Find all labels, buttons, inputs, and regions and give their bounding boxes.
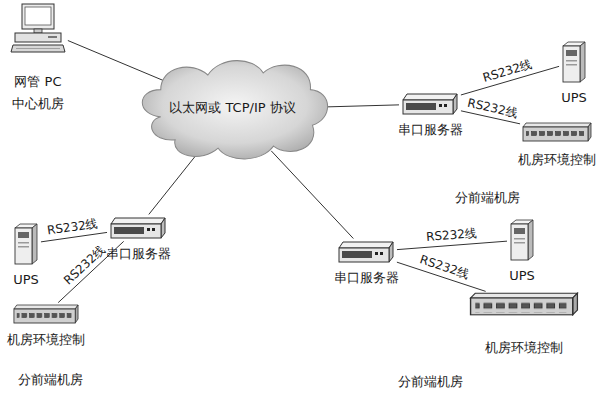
room-caption: 分前端机房 — [398, 374, 463, 390]
ups-icon — [13, 222, 39, 266]
edge-label: RS232线 — [479, 57, 536, 86]
srv-graphic — [109, 216, 167, 240]
node-label: UPS — [561, 90, 587, 106]
serial-server: 串口服务器 — [328, 240, 404, 292]
rack-graphic — [522, 122, 592, 142]
pc-icon — [10, 2, 66, 54]
ups-icon — [509, 218, 535, 262]
ups-unit: UPS — [552, 40, 596, 122]
rack-graphic — [469, 292, 579, 316]
srv-graphic — [337, 240, 395, 264]
rack-icon — [13, 304, 79, 324]
node-label: 串口服务器 — [106, 246, 171, 262]
connector-line — [68, 41, 164, 81]
room-caption: 分前端机房 — [18, 372, 83, 388]
srv-icon — [109, 216, 167, 240]
connector-line — [321, 105, 399, 107]
connector-line — [271, 151, 353, 239]
ups-graphic — [13, 222, 39, 266]
node-label: 以太网或 TCP/IP 协议 — [169, 100, 295, 116]
node-label: 机房环境控制 — [485, 340, 563, 356]
serial-server: 串口服务器 — [392, 92, 468, 144]
edge-label: RS232线 — [423, 226, 479, 244]
env-control-unit: 机房环境控制 — [4, 304, 88, 364]
network-cloud: 以太网或 TCP/IP 协议 — [130, 52, 335, 167]
ups-graphic — [561, 40, 587, 84]
edge-label: RS232线 — [464, 95, 521, 120]
pc-workstation: 网管 PC 中心机房 — [2, 2, 74, 114]
node-label: 网管 PC — [14, 74, 61, 90]
rack-icon — [522, 122, 592, 142]
serial-server: 串口服务器 — [100, 216, 176, 268]
node-label: 串口服务器 — [334, 270, 399, 286]
node-label: 机房环境控制 — [518, 152, 596, 168]
connector-line — [397, 241, 507, 249]
node-label: UPS — [509, 268, 535, 284]
room-label: 中心机房 — [12, 96, 64, 112]
srv-icon — [401, 92, 459, 116]
connector-line — [149, 152, 199, 214]
pc-graphic — [10, 2, 66, 54]
ups-unit: UPS — [4, 222, 48, 302]
edge-label: RS232线 — [416, 252, 472, 282]
srv-icon — [337, 240, 395, 264]
srv-graphic — [401, 92, 459, 116]
node-label: 机房环境控制 — [7, 332, 85, 348]
node-label: 串口服务器 — [398, 122, 463, 138]
ups-graphic — [509, 218, 535, 262]
edge-label: RS232线 — [44, 216, 100, 238]
ups-icon — [561, 40, 587, 84]
edge-label: RS232线 — [59, 241, 109, 289]
ups-unit: UPS — [500, 218, 544, 298]
node-label: UPS — [13, 272, 39, 288]
room-caption: 分前端机房 — [455, 190, 520, 206]
env-control-unit: 机房环境控制 — [516, 122, 598, 186]
rack-graphic — [13, 304, 79, 324]
rack-icon — [469, 292, 579, 316]
env-control-unit: 机房环境控制 — [462, 292, 586, 364]
